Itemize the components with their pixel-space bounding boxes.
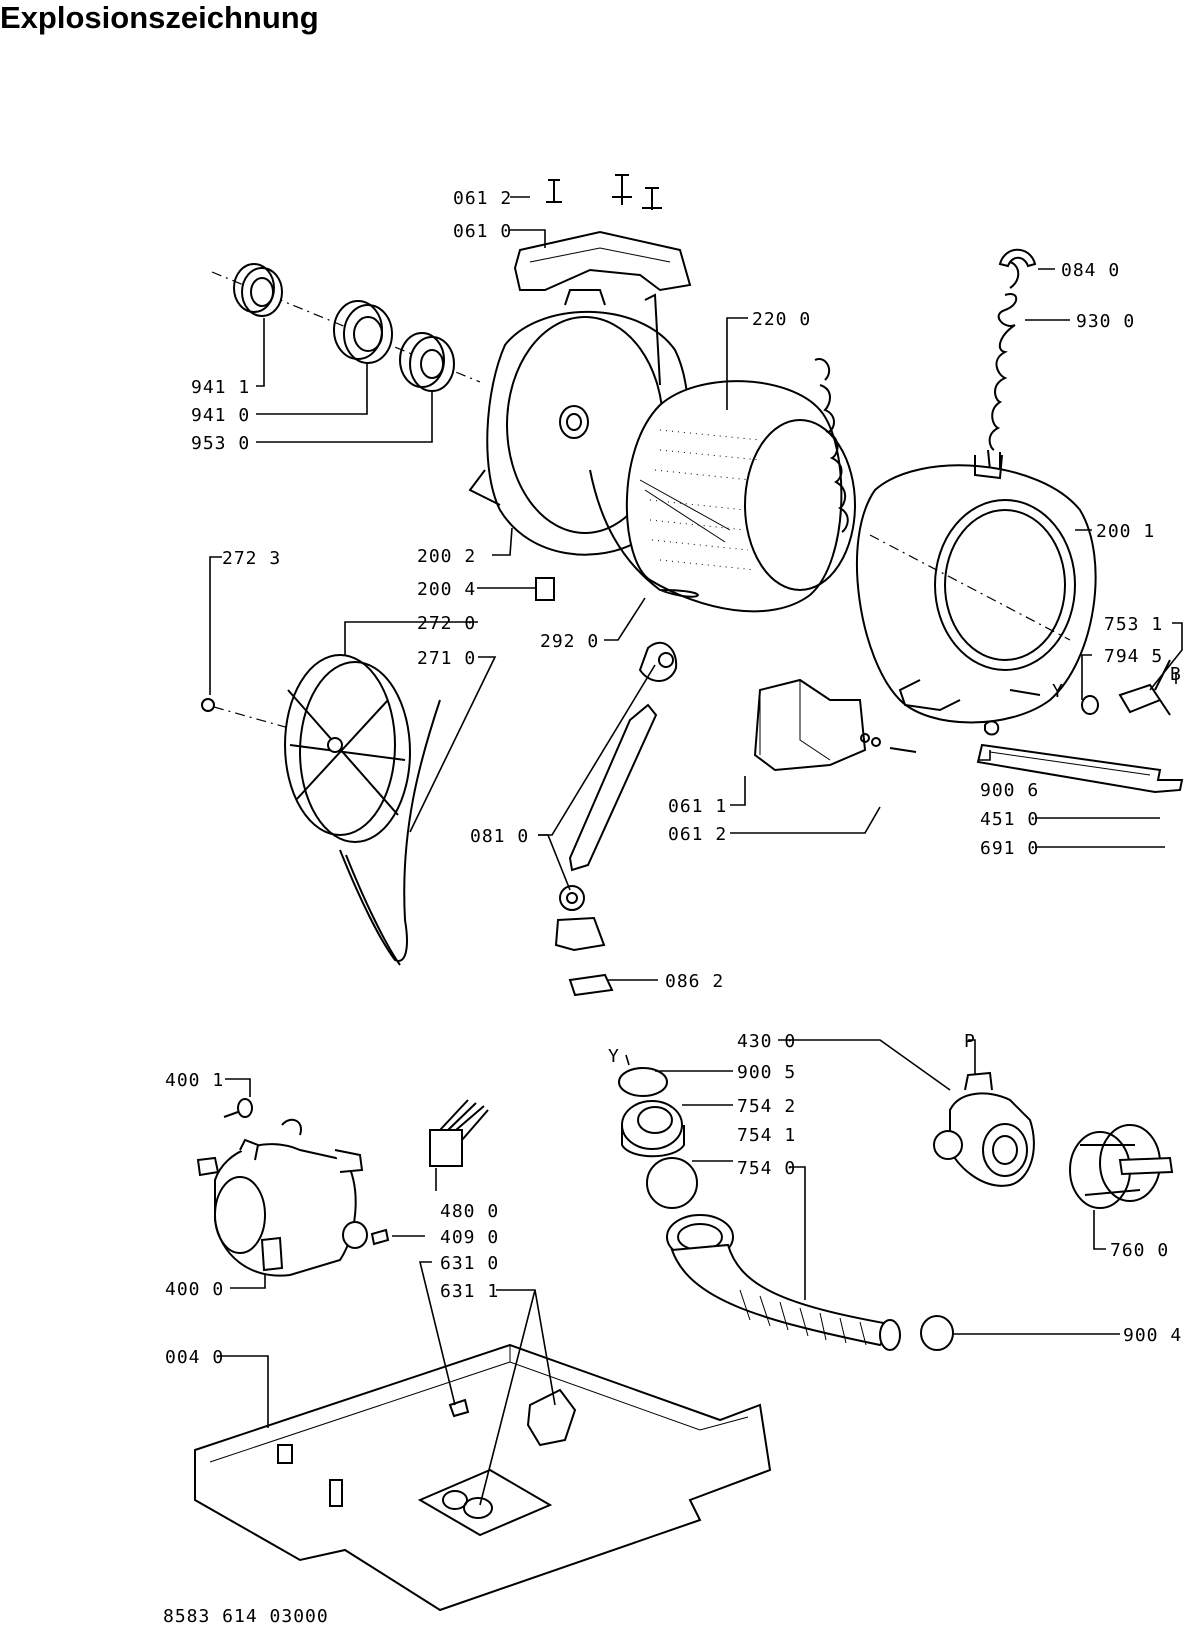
label-451-0: 451 0 (980, 809, 1039, 830)
part-labels: 061 2 061 0 084 0 930 0 220 0 941 1 941 … (165, 188, 1182, 1368)
label-061-2-mid: 061 2 (668, 824, 727, 845)
label-200-2: 200 2 (417, 546, 476, 567)
label-941-1: 941 1 (191, 377, 250, 398)
label-200-1: 200 1 (1096, 521, 1155, 542)
motor-400-0 (196, 1118, 368, 1277)
label-272-3: 272 3 (222, 548, 281, 569)
label-631-1: 631 1 (440, 1281, 499, 1302)
drum-part (625, 380, 856, 613)
label-061-1: 061 1 (668, 796, 727, 817)
hose-754-0 (666, 1214, 901, 1351)
label-631-0: 631 0 (440, 1253, 499, 1274)
hook-084-0 (998, 248, 1037, 268)
label-953-0: 953 0 (191, 433, 250, 454)
label-200-4: 200 4 (417, 579, 476, 600)
label-900-5: 900 5 (737, 1062, 796, 1083)
clamp-900-5 (618, 1067, 668, 1097)
label-430-0: 430 0 (737, 1031, 796, 1052)
label-900-4: 900 4 (1123, 1325, 1182, 1346)
label-292-0: 292 0 (540, 631, 599, 652)
label-409-0: 409 0 (440, 1227, 499, 1248)
label-272-0: 272 0 (417, 613, 476, 634)
base-plate-004-0 (194, 1343, 772, 1612)
label-754-1: 754 1 (737, 1125, 796, 1146)
front-tub-part (855, 454, 1097, 724)
clip-y-mark (1009, 689, 1041, 696)
belt-271-0 (339, 699, 441, 962)
label-220-0: 220 0 (752, 309, 811, 330)
leader-lines (209, 196, 1183, 1506)
label-084-0: 084 0 (1061, 260, 1120, 281)
label-400-0: 400 0 (165, 1279, 224, 1300)
bearing-941-1 (233, 263, 283, 317)
label-086-2: 086 2 (665, 971, 724, 992)
sensor-753-1 (1118, 659, 1171, 716)
label-760-0: 760 0 (1110, 1240, 1169, 1261)
part-794-5 (1081, 695, 1099, 715)
label-061-2-top: 061 2 (453, 188, 512, 209)
label-004-0: 004 0 (165, 1347, 224, 1368)
label-081-0: 081 0 (470, 826, 529, 847)
ball-754-1 (646, 1157, 698, 1209)
label-061-0: 061 0 (453, 221, 512, 242)
label-400-1: 400 1 (165, 1070, 224, 1091)
label-p: P (964, 1031, 976, 1052)
heater-451-0 (976, 743, 1184, 794)
pump-430-0 (933, 1071, 1035, 1187)
label-930-0: 930 0 (1076, 311, 1135, 332)
part-200-4 (535, 577, 555, 601)
hose-292-0 (589, 469, 699, 598)
shock-absorber-081-0 (554, 641, 678, 952)
screws-part (546, 174, 662, 210)
seal-754-2 (621, 1100, 685, 1158)
part-409-0 (370, 1228, 390, 1246)
nut-272-3 (201, 698, 215, 712)
spring-930-0 (987, 261, 1020, 472)
label-754-2: 754 2 (737, 1096, 796, 1117)
top-bracket-part (513, 230, 692, 292)
counterweight-061-1 (753, 678, 917, 772)
motor-plug-400-1 (223, 1098, 253, 1118)
pulley-272-0 (284, 654, 411, 843)
label-271-0: 271 0 (417, 648, 476, 669)
label-794-5: 794 5 (1104, 646, 1163, 667)
seal-953-0 (399, 332, 455, 392)
clip-086-2 (568, 973, 614, 997)
label-753-1: 753 1 (1104, 614, 1163, 635)
label-y-top: Y (1052, 681, 1064, 702)
label-480-0: 480 0 (440, 1201, 499, 1222)
label-754-0: 754 0 (737, 1158, 796, 1179)
bearing-941-0 (333, 300, 393, 364)
clamp-900-4 (920, 1315, 954, 1351)
label-941-0: 941 0 (191, 405, 250, 426)
label-b: B (1170, 664, 1182, 685)
document-number: 8583 614 03000 (163, 1606, 329, 1627)
connector-480-0 (429, 1099, 489, 1167)
spring-left (814, 358, 849, 533)
label-900-6: 900 6 (980, 780, 1039, 801)
clip-900-6 (984, 720, 1000, 736)
label-691-0: 691 0 (980, 838, 1039, 859)
filter-760-0 (1069, 1124, 1174, 1209)
page-title: Explosionszeichnung (0, 0, 319, 35)
label-y-bottom: Y (608, 1046, 620, 1067)
